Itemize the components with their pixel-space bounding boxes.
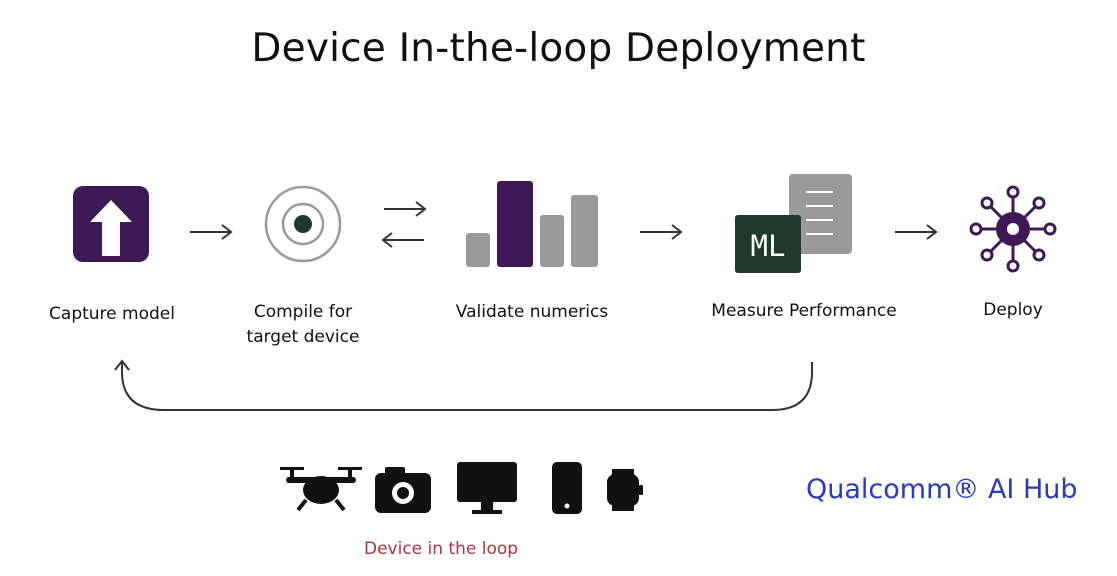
step-label-measure: Measure Performance [711,301,897,321]
device-loop-caption: Device in the loop [364,539,519,559]
monitor-icon [457,462,517,514]
arrow-right-3 [895,224,938,240]
drone-icon [280,467,362,512]
camera-icon [375,467,431,513]
target-icon [264,185,342,263]
bar-chart-icon [466,181,598,267]
page-title: Device In-the-loop Deployment [251,26,866,71]
ml-badge: ML [751,229,786,263]
step-label-validate: Validate numerics [455,302,609,322]
phone-icon [552,462,582,514]
brand-logo-text: Qualcomm® AI Hub [806,474,1078,505]
arrow-right-1 [190,224,233,240]
feedback-loop-arrow [114,359,813,411]
ml-document-icon: ML [735,174,852,273]
step-label-deploy: Deploy [983,300,1043,320]
bidirectional-arrows [381,201,427,248]
step-label-capture-model: Capture model [49,304,175,324]
upload-arrow-icon [73,186,149,262]
step-label-compile: Compile for target device [246,302,360,347]
arrow-right-2 [640,224,683,240]
watch-icon [607,469,643,511]
network-hub-icon [969,185,1057,273]
